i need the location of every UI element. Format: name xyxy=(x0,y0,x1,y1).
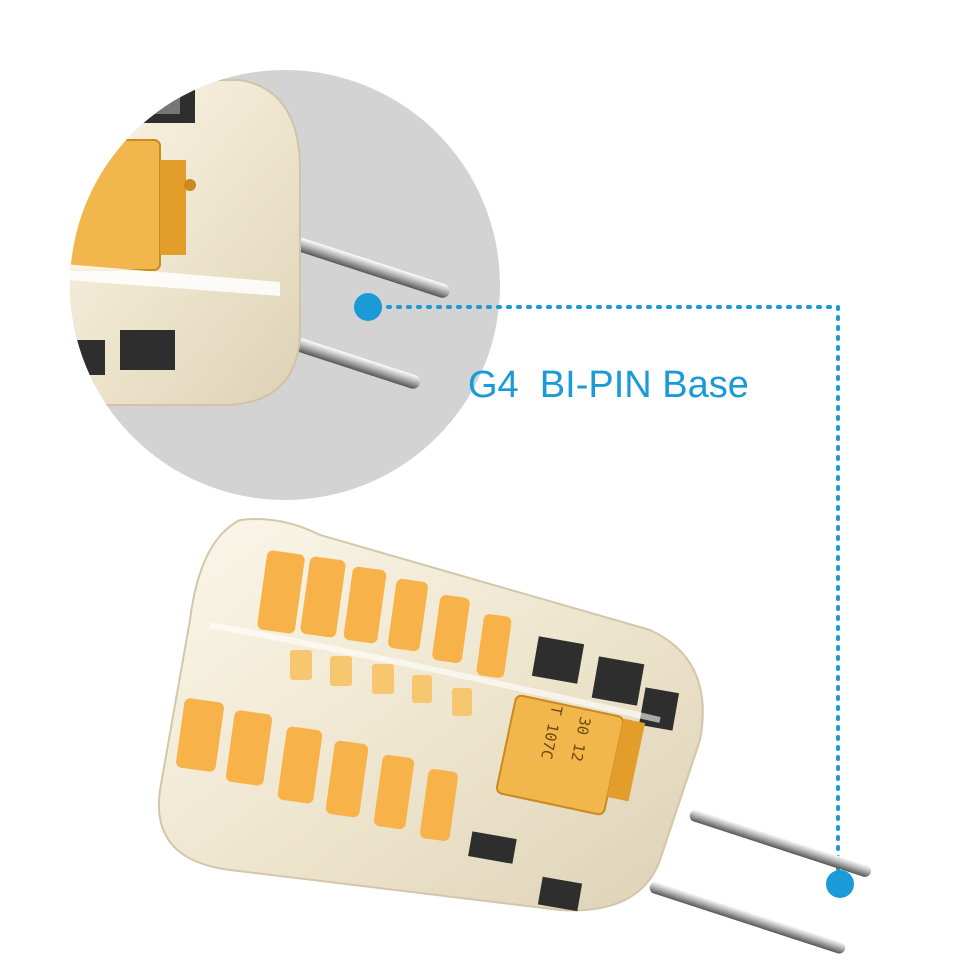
caption-label: G4 BI-PIN Base xyxy=(468,364,749,406)
leader-dot-end xyxy=(826,870,854,898)
g4-led-bulb: 30 12 T 107C xyxy=(157,518,871,954)
led-row-upper xyxy=(257,550,512,678)
leader-line xyxy=(366,305,840,886)
zoom-chip xyxy=(70,340,105,375)
leader-dot-start xyxy=(354,293,382,321)
zoom-chip xyxy=(120,330,175,370)
led-row-lower xyxy=(176,698,458,841)
pin-lower xyxy=(649,881,846,954)
zoom-capacitor xyxy=(70,139,161,271)
pin-upper xyxy=(689,809,871,877)
led-row-middle xyxy=(290,650,472,716)
